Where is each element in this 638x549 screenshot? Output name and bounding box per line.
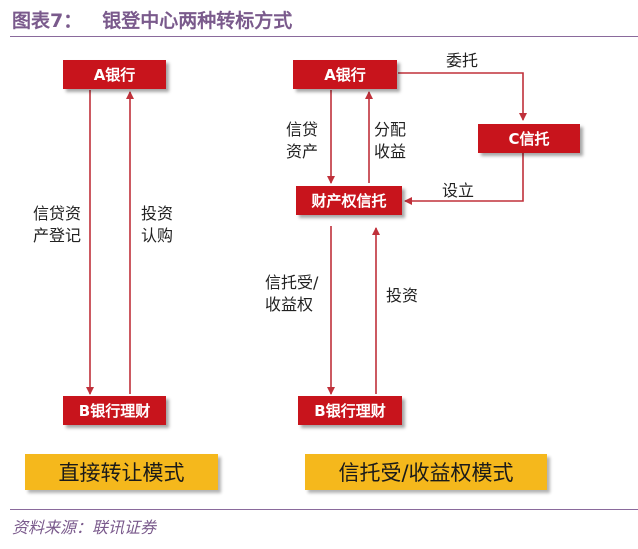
bottom-divider — [10, 509, 638, 510]
distribute-line1: 分配 — [374, 120, 407, 139]
source-note: 资料来源：联讯证券 — [12, 518, 157, 537]
arrow-delegate — [398, 72, 527, 121]
right-bank-a-box: A银行 — [293, 60, 397, 89]
right-bank-b-box: B银行理财 — [298, 396, 402, 425]
delegate-label: 委托 — [446, 51, 479, 70]
left-down-label-line1: 信贷资 — [33, 204, 82, 223]
trust-c-box: C信托 — [478, 124, 580, 153]
left-down-label-line2: 产登记 — [33, 226, 82, 245]
left-up-label-line2: 认购 — [141, 226, 174, 245]
right-mode-label: 信托受/收益权模式 — [305, 454, 547, 490]
left-bank-b-box: B银行理财 — [63, 396, 166, 425]
left-mode-label: 直接转让模式 — [25, 454, 218, 490]
trust-recv-label: 信托受/ 收益权 — [265, 272, 318, 316]
distribute-label: 分配 收益 — [374, 119, 406, 163]
left-bank-a-box: A银行 — [63, 60, 166, 89]
credit-assets-line2: 资产 — [286, 142, 319, 161]
left-down-label: 信贷资 产登记 — [33, 203, 81, 247]
property-trust-box: 财产权信托 — [296, 186, 402, 215]
credit-assets-label: 信贷 资产 — [286, 119, 318, 163]
left-up-label-line1: 投资 — [141, 204, 174, 223]
distribute-line2: 收益 — [374, 142, 407, 161]
figure-heading: 银登中心两种转标方式 — [102, 10, 293, 32]
left-up-label: 投资 认购 — [141, 203, 173, 247]
trust-recv-line2: 收益权 — [265, 295, 314, 314]
invest-label: 投资 — [386, 286, 419, 305]
credit-assets-line1: 信贷 — [286, 120, 319, 139]
top-divider — [10, 36, 638, 37]
arrow-setup — [404, 153, 524, 205]
figure-title: 图表7： 银登中心两种转标方式 — [12, 6, 292, 33]
setup-label: 设立 — [442, 181, 475, 200]
trust-recv-line1: 信托受/ — [265, 273, 319, 292]
figure-label: 图表7： — [12, 10, 83, 32]
